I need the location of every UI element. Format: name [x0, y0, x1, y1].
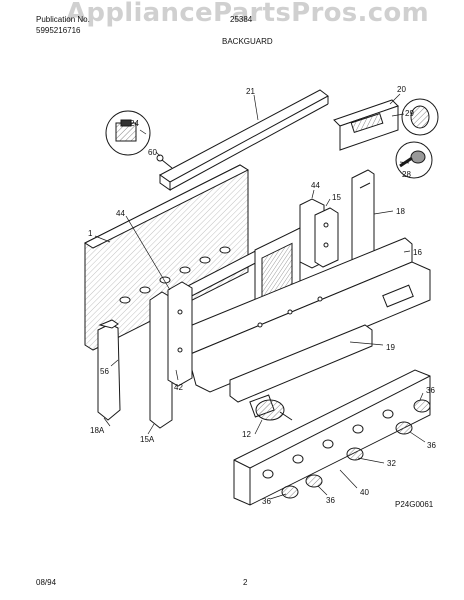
callout-60: 60 [148, 148, 157, 157]
callout-40: 40 [360, 488, 369, 497]
control-panel-part [233, 369, 431, 506]
diagram-code: P24G0061 [395, 500, 434, 509]
callout-24: 24 [130, 119, 139, 128]
callout-42: 42 [174, 383, 183, 392]
left-end-cap-part [97, 319, 121, 421]
knob-part [281, 399, 431, 499]
right-end-bracket-part [299, 198, 339, 269]
callout-36-right: 36 [427, 441, 436, 450]
callout-19: 19 [386, 343, 395, 352]
callout-12: 12 [242, 430, 251, 439]
section-title: BACKGUARD [222, 37, 273, 46]
callout-15: 15 [332, 193, 341, 202]
callout-15a: 15A [140, 435, 155, 444]
publication-label: Publication No. [36, 15, 90, 24]
left-end-bracket-part [149, 281, 193, 429]
clock-inset [401, 98, 439, 136]
callout-44-left: 44 [116, 209, 125, 218]
footer-date: 08/94 [36, 578, 57, 587]
callout-21: 21 [246, 87, 255, 96]
callout-56: 56 [100, 367, 109, 376]
top-trim-part [159, 89, 329, 191]
callout-18a: 18A [90, 426, 105, 435]
model-number: 25384 [230, 15, 253, 24]
callout-16: 16 [413, 248, 422, 257]
callout-32: 32 [387, 459, 396, 468]
console-overlay-part [229, 324, 373, 403]
screw-part [156, 154, 173, 169]
publication-number: 5995216716 [36, 26, 81, 35]
callout-labels: 21 20 29 24 60 28 44 15 18 44 1 16 19 56… [88, 85, 436, 509]
callout-36-mid: 36 [326, 496, 335, 505]
knob-inset [395, 141, 433, 179]
callout-29: 29 [405, 109, 414, 118]
watermark: AppliancePartsPros.com [66, 0, 429, 28]
infinite-switch-part [249, 394, 293, 421]
callout-1: 1 [88, 229, 93, 238]
clock-bracket-part [333, 99, 399, 151]
callout-18: 18 [396, 207, 405, 216]
callout-44-right: 44 [311, 181, 320, 190]
rear-panel-part [83, 164, 250, 351]
callout-36-bottom: 36 [262, 497, 271, 506]
callout-36-top: 36 [426, 386, 435, 395]
leader-lines [94, 93, 426, 500]
switch-inset [105, 110, 151, 156]
callout-20: 20 [397, 85, 406, 94]
footer-page: 2 [243, 578, 248, 587]
callout-28: 28 [402, 170, 411, 179]
